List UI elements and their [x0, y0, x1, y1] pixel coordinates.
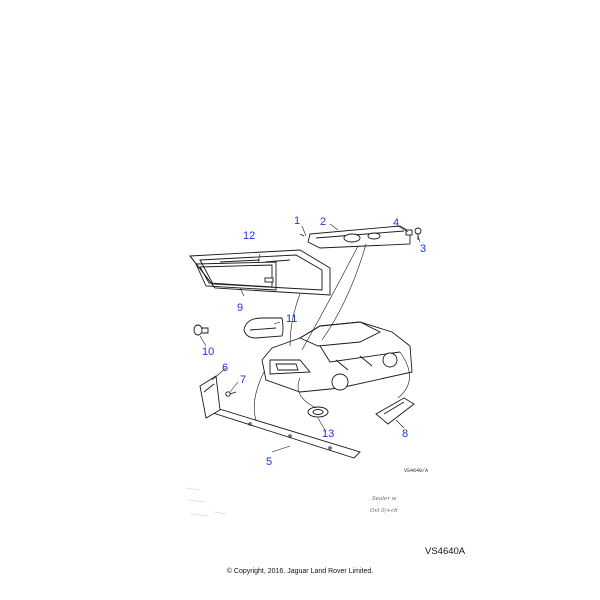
callout-6: 6: [222, 362, 228, 374]
part-4-nut: [405, 229, 413, 236]
callout-12: 12: [243, 230, 255, 242]
callout-3: 3: [420, 243, 426, 255]
callout-9: 9: [237, 302, 243, 314]
handwritten-line-1: Sealer w: [372, 496, 397, 502]
callout-labels: 1 2 4 3 12 9 11 10 6 7 8 13 5: [202, 215, 426, 468]
leader-lines: [199, 223, 421, 453]
scan-smudges: [185, 487, 227, 517]
part-3-bolt: [414, 227, 422, 240]
callout-5: 5: [266, 456, 272, 468]
car-illustration: [261, 321, 413, 393]
callout-8: 8: [402, 428, 408, 440]
callout-2: 2: [320, 216, 326, 228]
part-13-badge: [307, 406, 329, 418]
part-6-end-cap: [199, 375, 221, 419]
part-11-emblem: [243, 317, 284, 339]
callout-13: 13: [322, 428, 334, 440]
callout-4: 4: [393, 217, 399, 229]
handwritten-note: Sealer w Ovl 0/+ch: [370, 496, 398, 514]
callout-1: 1: [294, 215, 300, 227]
handwritten-line-2: Ovl 0/+ch: [370, 508, 398, 514]
part-8-handle: [375, 397, 415, 425]
part-12-finisher-panel: [189, 249, 331, 296]
part-5-bumper-strip: [208, 407, 361, 459]
part-2-lamp-bar: [299, 225, 411, 249]
part-9-seal: [195, 261, 277, 291]
callout-10: 10: [202, 346, 214, 358]
diagram-code-large: VS4640A: [425, 546, 466, 557]
callout-7: 7: [240, 374, 246, 386]
callout-11: 11: [286, 313, 297, 325]
part-10-clip: [193, 324, 209, 336]
diagram-code-small: VS4640/A: [404, 468, 428, 474]
copyright-text: © Copyright, 2016. Jaguar Land Rover Lim…: [226, 568, 374, 575]
part-7-screw: [225, 391, 237, 397]
